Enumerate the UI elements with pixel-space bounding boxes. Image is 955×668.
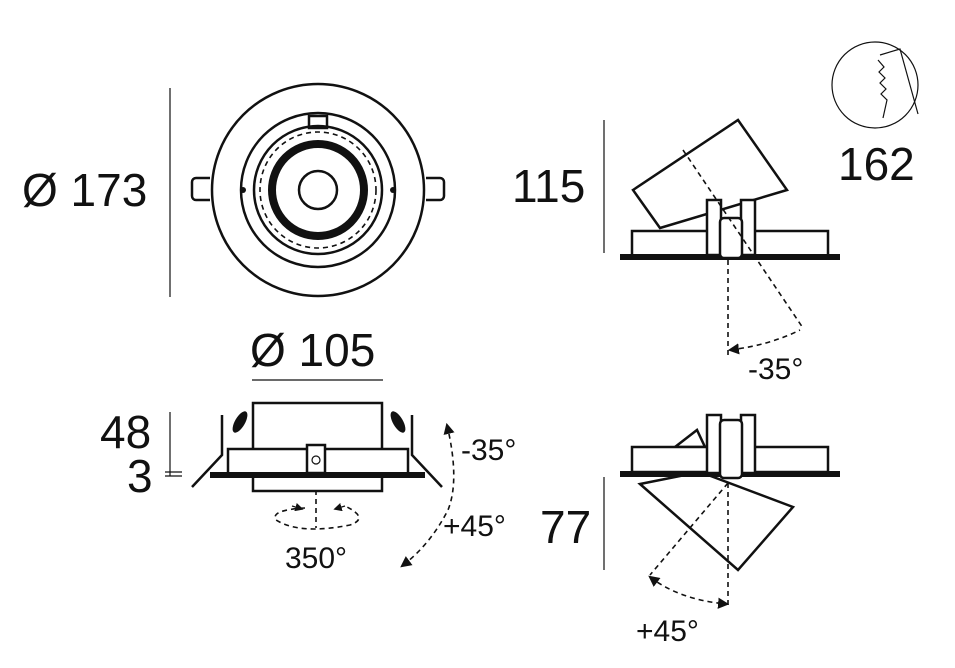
cutout-circle-icon — [831, 41, 919, 129]
angle-arc-minus-35 — [727, 329, 801, 355]
dimension-label-77: 77 — [540, 501, 591, 553]
cutout-dimension-label: 162 — [838, 138, 915, 190]
screw-left — [240, 187, 246, 193]
angle-label-350: 350° — [285, 542, 347, 575]
dimension-label-diameter-173: Ø 173 — [22, 164, 147, 216]
flange-bar-front — [210, 472, 425, 478]
side-view-tilt-down — [603, 413, 840, 609]
lens-circle — [297, 169, 339, 211]
dimension-label-48: 48 — [100, 406, 151, 458]
rotation-arrow-right — [333, 503, 346, 512]
outer-flange-circle — [210, 82, 426, 298]
pivot-screw — [311, 455, 321, 465]
spring-clip-left — [191, 415, 224, 488]
clip-right — [426, 176, 446, 202]
dimension-label-115: 115 — [512, 160, 585, 212]
clip-left — [190, 176, 210, 202]
top-notch — [307, 114, 329, 130]
clip-lever-left — [232, 411, 248, 433]
top-view — [169, 82, 446, 298]
angle-arc-plus-45 — [648, 575, 730, 609]
angle-label-plus-45-front: +45° — [443, 510, 506, 543]
housing-tilted-down — [637, 470, 796, 572]
angle-label-plus-45-side: +45° — [636, 615, 699, 648]
tilt-arc — [400, 422, 455, 568]
saw-tooth-icon — [877, 48, 919, 119]
led-ring-outer — [252, 124, 384, 256]
rotation-arrow-left — [291, 503, 304, 512]
cutout-icon — [831, 41, 919, 129]
pivot-block — [305, 443, 327, 475]
axis-tilted-2 — [649, 482, 729, 576]
clip-lever-right — [390, 411, 406, 433]
angle-label-minus-35-front: -35° — [461, 434, 516, 467]
front-elevation — [165, 401, 455, 568]
dimension-label-3: 3 — [127, 450, 153, 502]
led-ring-dashed — [259, 131, 377, 249]
housing-top-part — [671, 428, 707, 449]
reflector-ring — [268, 140, 368, 240]
rotation-arc — [274, 505, 360, 530]
dimension-label-diameter-105: Ø 105 — [250, 324, 375, 376]
screw-right — [390, 187, 396, 193]
angle-label-minus-35-side: -35° — [748, 353, 803, 386]
driver-block — [718, 216, 744, 260]
driver-block-2 — [718, 418, 744, 480]
side-view-tilt-up — [603, 118, 840, 355]
